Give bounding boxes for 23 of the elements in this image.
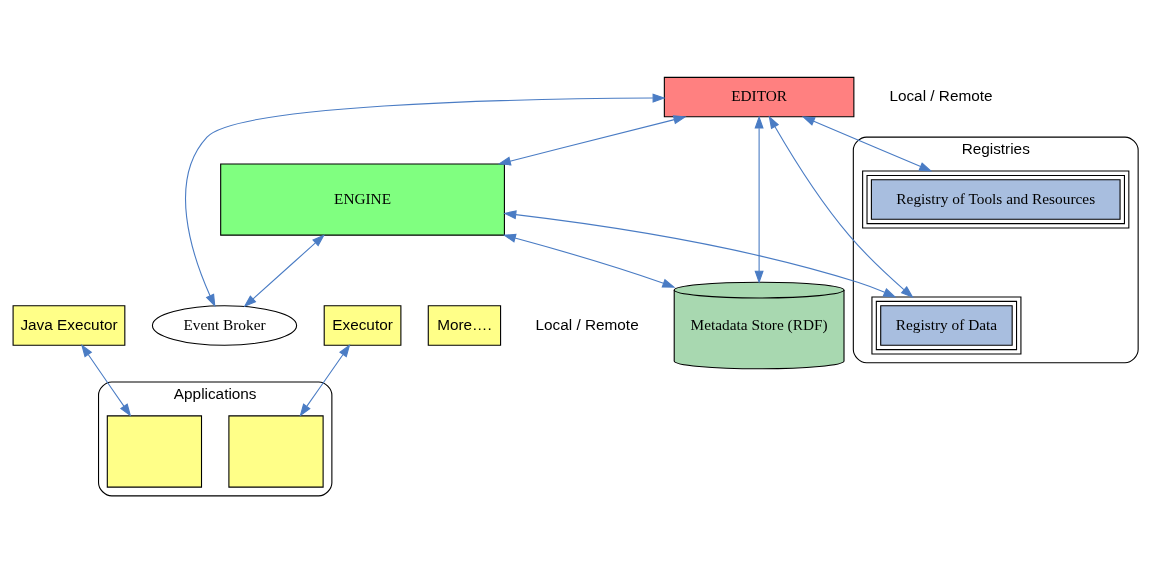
arrow bbox=[503, 210, 897, 298]
node-box: More…. bbox=[427, 305, 502, 346]
arrow bbox=[299, 344, 351, 417]
arrow bbox=[243, 234, 325, 308]
node-box: Registry of Data bbox=[871, 296, 1022, 355]
label: Local / Remote bbox=[889, 87, 993, 105]
cluster: Applications bbox=[98, 381, 333, 497]
node-box: EDITOR bbox=[663, 76, 855, 118]
label: Local / Remote bbox=[535, 315, 639, 333]
node-box: Executor bbox=[323, 305, 402, 346]
arrow bbox=[502, 233, 676, 288]
arrow bbox=[801, 116, 933, 172]
node-ellipse: Event Broker bbox=[151, 305, 298, 346]
arrow bbox=[497, 115, 687, 166]
arrow bbox=[754, 115, 764, 284]
arrow bbox=[81, 344, 132, 417]
node-box: ENGINE bbox=[220, 163, 505, 236]
node-box: Registry of Tools and Resources bbox=[862, 170, 1130, 229]
node-box bbox=[228, 415, 324, 488]
node-box: Java Executor bbox=[12, 305, 126, 346]
arrow bbox=[185, 93, 666, 308]
node-box bbox=[106, 415, 203, 488]
arrow bbox=[768, 115, 914, 299]
